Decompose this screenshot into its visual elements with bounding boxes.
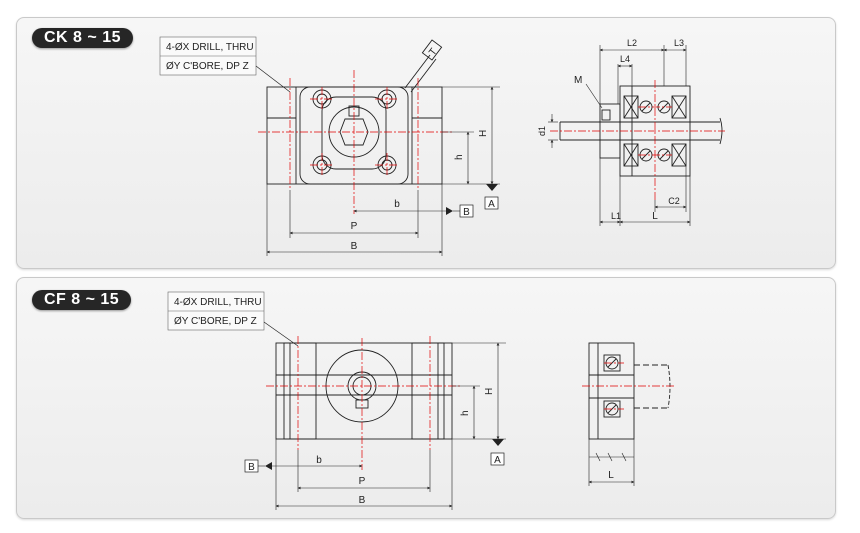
cf-datum-a-box [490,452,505,466]
ck-dim-L2: L2 [627,38,637,48]
ck-datum-b: B [463,207,470,218]
ck-dim-B: B [351,241,358,252]
cf-front-centerlines [266,336,462,470]
ck-front-centerlines [258,70,452,214]
ck-datum-b-box [459,204,474,218]
ck-datum-a-triangle [486,184,498,191]
cf-badge: CF 8 ~ 15 [32,290,132,310]
ck-dim-L3: L3 [674,38,684,48]
ck-dim-P: P [351,221,358,232]
cf-side-view [588,342,671,440]
cf-dim-P: P [359,476,366,487]
ck-callout: 4-ØX DRILL, THRU ØY C'BORE, DP Z [159,36,291,93]
cf-dim-H: H [484,388,495,395]
ck-datum-a-box [484,196,499,210]
ck-dim-h: h [454,154,465,160]
cf-datum-b-box [244,459,259,473]
cf-callout: 4-ØX DRILL, THRU ØY C'BORE, DP Z [167,291,299,347]
ck-badge: CK 8 ~ 15 [32,28,133,48]
cf-dim-b: b [316,455,322,466]
ck-dim-L4: L4 [620,54,630,64]
ck-dim-d1: d1 [537,126,547,136]
cf-callout-cbore: ØY C'BORE, DP Z [174,316,257,327]
cf-front-view [275,342,453,440]
ck-side-centerlines [550,80,725,200]
cf-datum-b: B [248,462,255,473]
cf-datum-a: A [494,455,501,466]
cf-dim-h: h [460,410,471,416]
cf-datum-a-triangle [492,439,504,446]
ck-side-dimensions [548,45,691,226]
ck-dim-L1: L1 [611,211,621,221]
ck-label-M: M [574,75,582,86]
ck-dim-H: H [478,130,489,137]
ck-dim-b: b [394,199,400,210]
ck-front-dimensions [266,86,500,256]
ck-label-T: T [427,47,439,58]
ck-datum-b-triangle [446,207,453,215]
cf-front-dimensions [272,342,506,510]
cf-panel [16,277,836,519]
ck-dim-L: L [652,211,658,222]
cf-callout-drill: 4-ØX DRILL, THRU [174,297,262,308]
cf-dim-B: B [359,495,366,506]
cf-datum-b-triangle [265,462,272,470]
ck-callout-cbore: ØY C'BORE, DP Z [166,61,249,72]
ck-front-view [266,39,443,185]
ck-datum-a: A [488,199,495,210]
cf-side-centerlines [582,362,675,410]
ck-panel [16,17,836,269]
ck-dim-C2: C2 [668,196,680,206]
ck-callout-drill: 4-ØX DRILL, THRU [166,42,254,53]
cf-dim-L: L [608,470,614,481]
cf-side-dimensions [588,439,635,486]
